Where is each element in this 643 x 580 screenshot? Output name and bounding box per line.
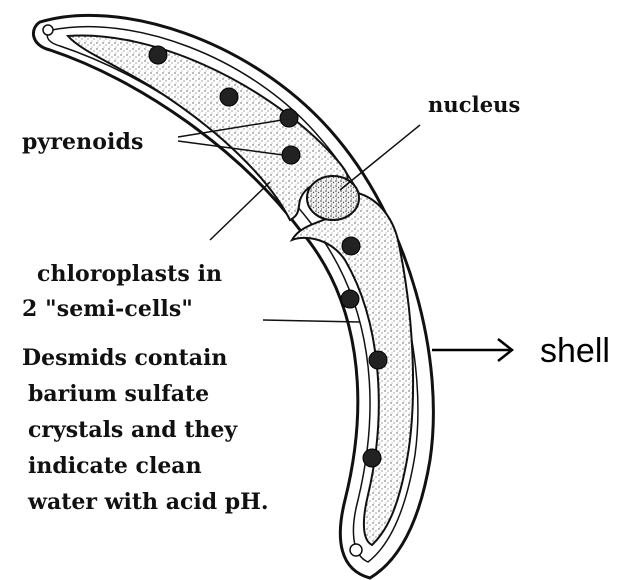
chloroplasts-leader-2 (263, 320, 360, 322)
description-line: indicate clean (28, 448, 322, 484)
description-line: crystals and they (28, 412, 322, 448)
description-line: water with acid pH. (28, 484, 322, 520)
pyrenoid (363, 449, 381, 467)
pyrenoid (342, 237, 360, 255)
chloroplasts-label-line2: 2 "semi-cells" (22, 298, 193, 320)
pyrenoid (280, 109, 298, 127)
pyrenoid (282, 146, 300, 164)
description-line: barium sulfate (28, 376, 322, 412)
description-line: Desmids contain (22, 340, 322, 376)
nucleus-label: nucleus (428, 94, 520, 115)
pyrenoid (341, 290, 359, 308)
pyrenoid (369, 351, 387, 369)
pyrenoid (149, 46, 167, 64)
apical-vacuole-top (43, 25, 53, 35)
desmid-description: Desmids contain barium sulfate crystals … (22, 340, 322, 520)
apical-vacuole-bottom (350, 544, 362, 556)
pyrenoids-label: pyrenoids (22, 131, 143, 153)
chloroplasts-label-line1: chloroplasts in (37, 263, 222, 285)
pyrenoid (220, 88, 238, 106)
chloroplasts-leader-1 (210, 182, 270, 240)
nucleus (307, 176, 359, 220)
shell-label: shell (540, 334, 610, 368)
